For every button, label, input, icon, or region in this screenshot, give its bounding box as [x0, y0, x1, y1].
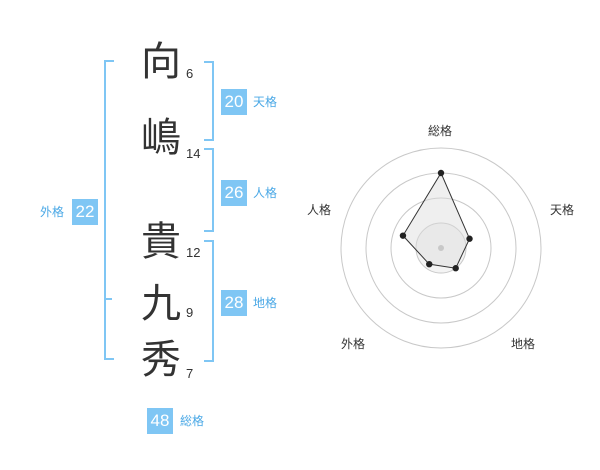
stroke-count-1: 6	[186, 66, 194, 81]
radar-point-1	[437, 169, 445, 177]
chikaku-badge: 28	[221, 290, 247, 316]
stroke-count-2: 14	[186, 146, 201, 161]
radar-axis-label-5: 人格	[307, 203, 332, 217]
name-char-3: 貴	[141, 219, 181, 265]
chikaku-label: 地格	[253, 296, 278, 310]
radar-center	[438, 245, 444, 251]
jinkaku-badge: 26	[221, 180, 247, 206]
name-char-4: 九	[141, 281, 181, 327]
soukaku-badge: 48	[147, 408, 173, 434]
name-char-1: 向	[141, 39, 181, 85]
radar-point-3	[452, 265, 459, 272]
name-char-5: 秀	[141, 337, 181, 383]
gaikaku-bracket-tick	[104, 298, 112, 300]
jinkaku-label: 人格	[253, 186, 278, 200]
radar-axis-label-3: 地格	[511, 337, 536, 351]
radar-point-4	[426, 260, 433, 268]
chikaku-bracket	[204, 240, 214, 362]
stroke-count-5: 7	[186, 366, 194, 381]
soukaku-label: 総格	[180, 414, 205, 428]
stroke-count-3: 12	[186, 245, 201, 260]
radar-ring-2	[390, 197, 492, 299]
radar-point-2	[466, 235, 473, 242]
gaikaku-label: 外格	[40, 205, 65, 219]
tenkaku-label: 天格	[253, 95, 278, 109]
radar-polygon	[402, 171, 471, 269]
gaikaku-bracket	[104, 60, 114, 360]
tenkaku-bracket	[204, 61, 214, 141]
radar-point-5	[399, 232, 407, 239]
radar-ring-4	[340, 147, 542, 349]
tenkaku-badge: 20	[221, 89, 247, 115]
gaikaku-badge: 22	[72, 199, 98, 225]
name-char-2: 嶋	[141, 115, 181, 161]
radar-axis-label-1: 総格	[428, 124, 453, 138]
radar-axis-label-4: 外格	[341, 337, 366, 351]
radar-axis-label-2: 天格	[550, 203, 575, 217]
stroke-count-4: 9	[186, 305, 194, 320]
jinkaku-bracket	[204, 148, 214, 232]
